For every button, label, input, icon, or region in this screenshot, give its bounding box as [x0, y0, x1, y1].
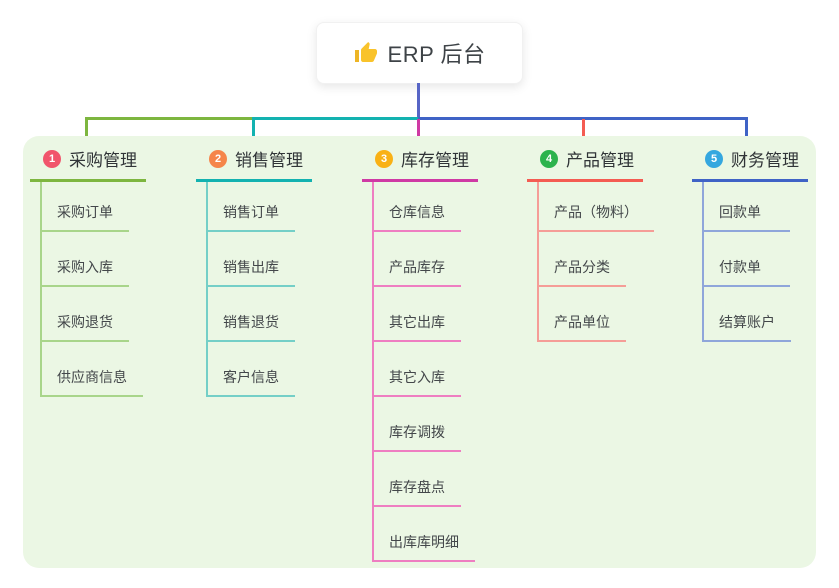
branch-product: 4 产品管理 产品（物料） 产品分类 产品单位 — [527, 146, 654, 342]
branch-items-inventory: 仓库信息 产品库存 其它出库 其它入库 库存调拨 库存盘点 出库库明细 — [372, 182, 478, 562]
branch-title-label: 采购管理 — [69, 151, 137, 170]
branch-number-badge: 2 — [209, 149, 227, 168]
node-customer-info[interactable]: 客户信息 — [208, 342, 295, 397]
branch-inventory: 3 库存管理 仓库信息 产品库存 其它出库 其它入库 库存调拨 库存盘点 出库库… — [362, 146, 478, 562]
node-product-category[interactable]: 产品分类 — [539, 232, 626, 287]
branch-finance: 5 财务管理 回款单 付款单 结算账户 — [692, 146, 808, 342]
connector-branch-4-drop — [582, 119, 585, 148]
node-purchase-return[interactable]: 采购退货 — [42, 287, 129, 342]
branch-title-label: 销售管理 — [235, 151, 303, 170]
connector-root-line — [417, 83, 420, 118]
node-purchase-inbound[interactable]: 采购入库 — [42, 232, 129, 287]
mindmap-panel — [23, 136, 816, 568]
branch-title-finance[interactable]: 5 财务管理 — [692, 146, 808, 182]
node-stock-check[interactable]: 库存盘点 — [374, 452, 461, 507]
root-label: ERP 后台 — [387, 42, 486, 67]
node-product-stock[interactable]: 产品库存 — [374, 232, 461, 287]
node-warehouse-info[interactable]: 仓库信息 — [374, 182, 461, 232]
branch-number-badge: 3 — [375, 149, 393, 168]
node-purchase-order[interactable]: 采购订单 — [42, 182, 129, 232]
branch-title-inventory[interactable]: 3 库存管理 — [362, 146, 478, 182]
branch-title-sales[interactable]: 2 销售管理 — [196, 146, 312, 182]
node-sales-return[interactable]: 销售退货 — [208, 287, 295, 342]
node-other-inbound[interactable]: 其它入库 — [374, 342, 461, 397]
branch-number-badge: 5 — [705, 149, 723, 168]
branch-title-purchase[interactable]: 1 采购管理 — [30, 146, 146, 182]
thumbs-up-icon — [354, 41, 378, 65]
branch-items-purchase: 采购订单 采购入库 采购退货 供应商信息 — [40, 182, 146, 397]
node-sales-order[interactable]: 销售订单 — [208, 182, 295, 232]
node-supplier-info[interactable]: 供应商信息 — [42, 342, 143, 397]
branch-number-badge: 1 — [43, 149, 61, 168]
node-other-outbound[interactable]: 其它出库 — [374, 287, 461, 342]
node-receipt-order[interactable]: 回款单 — [704, 182, 790, 232]
branch-title-label: 财务管理 — [731, 151, 799, 170]
branch-items-sales: 销售订单 销售出库 销售退货 客户信息 — [206, 182, 312, 397]
node-sales-outbound[interactable]: 销售出库 — [208, 232, 295, 287]
connector-branch-5-drop — [745, 117, 748, 148]
node-settlement-account[interactable]: 结算账户 — [704, 287, 791, 342]
branch-items-finance: 回款单 付款单 结算账户 — [702, 182, 808, 342]
node-stock-transfer[interactable]: 库存调拨 — [374, 397, 461, 452]
connector-branch-2-drop — [252, 117, 255, 148]
branch-sales: 2 销售管理 销售订单 销售出库 销售退货 客户信息 — [196, 146, 312, 397]
node-product-material[interactable]: 产品（物料） — [539, 182, 654, 232]
connector-branch-5-horizontal — [418, 117, 748, 120]
branch-title-product[interactable]: 4 产品管理 — [527, 146, 643, 182]
connector-branch-2-horizontal — [252, 117, 420, 120]
node-outbound-detail[interactable]: 出库库明细 — [374, 507, 475, 562]
connector-branch-1-horizontal — [85, 117, 254, 120]
branch-title-label: 库存管理 — [401, 151, 469, 170]
branch-items-product: 产品（物料） 产品分类 产品单位 — [537, 182, 654, 342]
node-product-unit[interactable]: 产品单位 — [539, 287, 626, 342]
branch-number-badge: 4 — [540, 149, 558, 168]
node-payment-order[interactable]: 付款单 — [704, 232, 790, 287]
connector-branch-1-drop — [85, 117, 88, 148]
branch-title-label: 产品管理 — [566, 151, 634, 170]
connector-branch-3-drop — [417, 119, 420, 148]
root-node[interactable]: ERP 后台 — [316, 22, 523, 84]
branch-purchase: 1 采购管理 采购订单 采购入库 采购退货 供应商信息 — [30, 146, 146, 397]
